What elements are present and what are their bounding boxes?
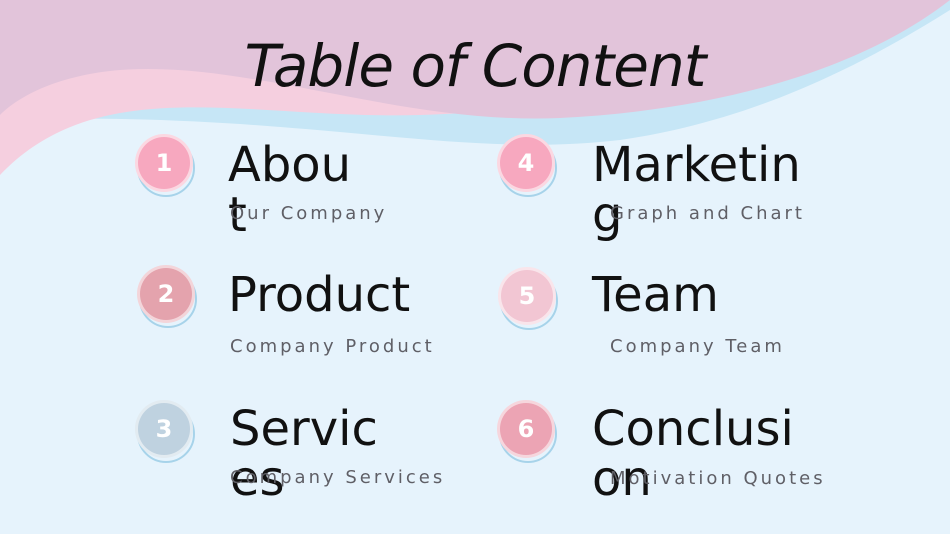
number-badge: 5 (498, 267, 558, 330)
item-subtitle: Graph and Chart (610, 203, 805, 224)
badge-number: 4 (517, 149, 535, 177)
item-subtitle: Our Company (230, 203, 388, 224)
badge-disc: 3 (135, 400, 193, 458)
item-label: Team (592, 267, 719, 323)
item-label: Services (230, 401, 378, 507)
badge-disc: 5 (498, 267, 556, 325)
mauve-wave (0, 0, 950, 119)
number-badge: 2 (137, 265, 197, 328)
item-subtitle: Motivation Quotes (610, 468, 826, 489)
number-badge: 3 (135, 400, 195, 463)
number-badge: 6 (497, 400, 557, 463)
badge-disc: 4 (497, 134, 555, 192)
badge-number: 5 (518, 282, 536, 310)
badge-disc: 6 (497, 400, 555, 458)
number-badge: 1 (135, 134, 195, 197)
item-subtitle: Company Team (610, 336, 785, 357)
item-label: Marketing (592, 137, 801, 243)
badge-disc: 1 (135, 134, 193, 192)
item-label: Conclusion (592, 401, 794, 507)
badge-disc: 2 (137, 265, 195, 323)
badge-number: 3 (155, 415, 173, 443)
item-label: About (228, 137, 352, 243)
item-subtitle: Company Product (230, 336, 435, 357)
page-title: Table of Content (244, 32, 707, 100)
number-badge: 4 (497, 134, 557, 197)
item-subtitle: Company Services (230, 467, 446, 488)
badge-number: 1 (155, 149, 173, 177)
badge-number: 2 (157, 280, 175, 308)
badge-number: 6 (517, 415, 535, 443)
item-label: Product (228, 267, 411, 323)
